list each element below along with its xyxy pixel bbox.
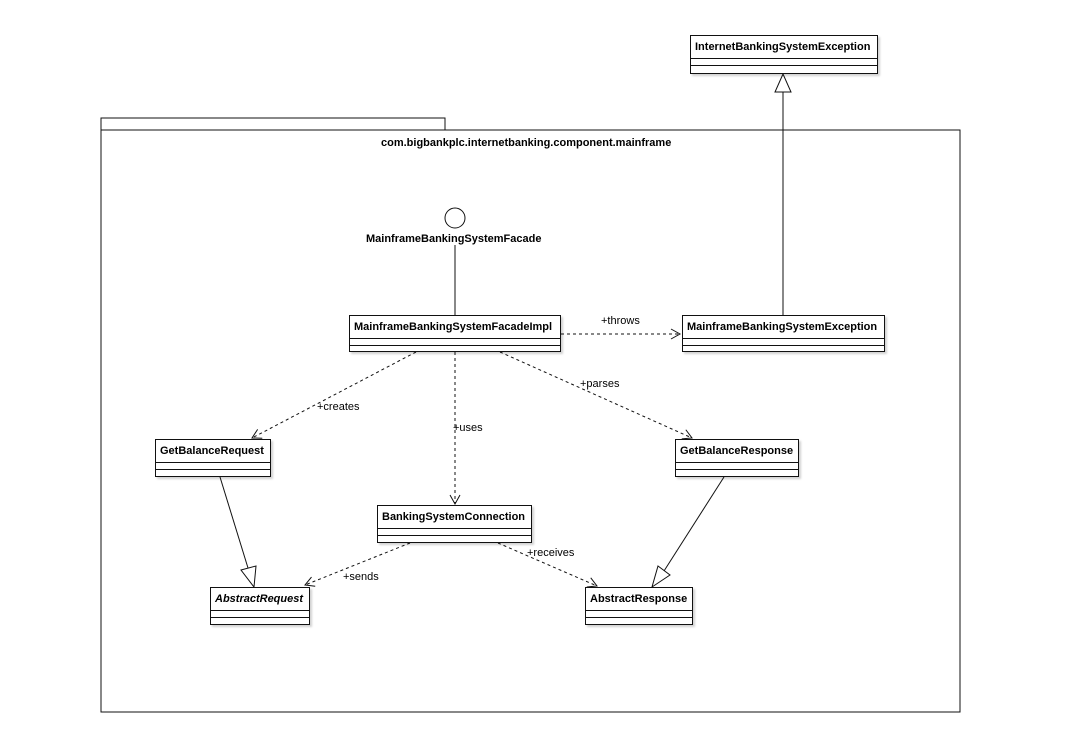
class-banking-system-connection[interactable]: BankingSystemConnection <box>377 505 532 543</box>
generalization-mainframe-exception <box>774 72 792 315</box>
operations-compartment <box>156 470 270 476</box>
label-sends: +sends <box>343 571 379 583</box>
class-name: InternetBankingSystemException <box>691 36 877 59</box>
dependency-creates-line <box>251 351 417 439</box>
dependency-parses-line <box>499 351 693 440</box>
class-abstract-response[interactable]: AbstractResponse <box>585 587 693 625</box>
label-parses: +parses <box>580 378 620 390</box>
generalization-get-balance-request <box>219 476 257 589</box>
class-name: MainframeBankingSystemFacadeImpl <box>350 316 560 339</box>
label-creates: +creates <box>317 401 360 413</box>
package-frame <box>100 117 961 713</box>
class-name: BankingSystemConnection <box>378 506 531 529</box>
label-throws: +throws <box>601 315 640 327</box>
interface-lollipop-icon <box>444 207 466 229</box>
attributes-compartment <box>156 463 270 470</box>
attributes-compartment <box>676 463 798 470</box>
label-uses: +uses <box>453 422 483 434</box>
operations-compartment <box>683 346 884 352</box>
class-get-balance-request[interactable]: GetBalanceRequest <box>155 439 271 477</box>
class-name: AbstractRequest <box>211 588 309 611</box>
attributes-compartment <box>586 611 692 618</box>
class-get-balance-response[interactable]: GetBalanceResponse <box>675 439 799 477</box>
class-name: GetBalanceResponse <box>676 440 798 463</box>
class-mainframe-banking-system-facade-impl[interactable]: MainframeBankingSystemFacadeImpl <box>349 315 561 352</box>
attributes-compartment <box>378 529 531 536</box>
attributes-compartment <box>350 339 560 346</box>
class-internet-banking-system-exception[interactable]: InternetBankingSystemException <box>690 35 878 74</box>
operations-compartment <box>676 470 798 476</box>
attributes-compartment <box>691 59 877 66</box>
class-mainframe-banking-system-exception[interactable]: MainframeBankingSystemException <box>682 315 885 352</box>
attributes-compartment <box>211 611 309 618</box>
class-name: AbstractResponse <box>586 588 692 611</box>
operations-compartment <box>378 536 531 542</box>
operations-compartment <box>586 618 692 624</box>
operations-compartment <box>691 66 877 72</box>
operations-compartment <box>211 618 309 624</box>
attributes-compartment <box>683 339 884 346</box>
operations-compartment <box>350 346 560 352</box>
dependency-sends-line <box>304 542 411 587</box>
generalization-get-balance-response <box>651 476 725 589</box>
class-name: GetBalanceRequest <box>156 440 270 463</box>
package-title: com.bigbankplc.internetbanking.component… <box>381 137 672 149</box>
class-name: MainframeBankingSystemException <box>683 316 884 339</box>
class-abstract-request[interactable]: AbstractRequest <box>210 587 310 625</box>
interface-label: MainframeBankingSystemFacade <box>366 233 542 245</box>
label-receives: +receives <box>527 547 575 559</box>
